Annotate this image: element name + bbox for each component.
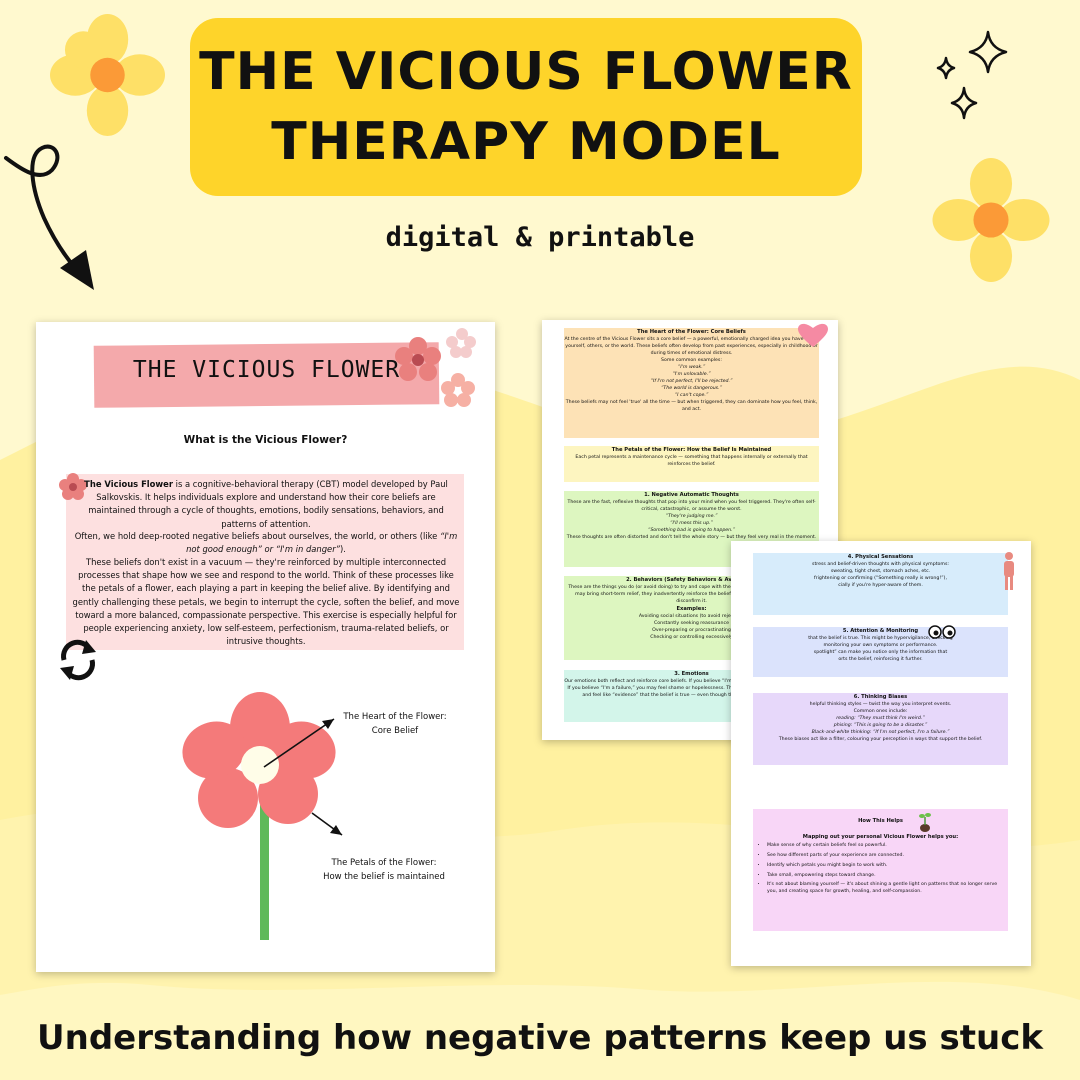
intro-paragraph: The Vicious Flower is a cognitive-behavi…: [72, 478, 460, 531]
label-arrows: [263, 718, 343, 836]
example-item: “I'm unlovable.”: [672, 372, 711, 377]
section-line: Common ones include:: [853, 709, 908, 714]
section-line: frightening or confirming (“Something re…: [814, 576, 947, 581]
section-text: These are the fast, reflexive thoughts t…: [567, 500, 816, 512]
section-line: phising: “This is going to be a disaster…: [833, 723, 928, 728]
benefits-list: Make sense of why certain beliefs feel s…: [753, 841, 1008, 895]
intro-text: is a cognitive-behavioral therapy (CBT) …: [88, 479, 448, 529]
section-text: Our emotions both reflect and reinforce …: [564, 679, 819, 698]
sparkle-icon: [936, 30, 1008, 120]
section-text: Each petal represents a maintenance cycl…: [575, 455, 808, 467]
section-line: that the belief is true. This might be h…: [808, 636, 953, 641]
label-petals-line2: How the belief is maintained: [323, 872, 445, 882]
section-intro: Mapping out your personal Vicious Flower…: [802, 834, 959, 840]
label-heart-line2: Core Belief: [371, 726, 419, 736]
example-item: “Something bad is going to happen.”: [647, 528, 736, 533]
tagline: Understanding how negative patterns keep…: [37, 1018, 1043, 1058]
example-item: “If I'm not perfect, I'll be rejected.”: [650, 379, 733, 384]
title-banner: THE VICIOUS FLOWER THERAPY MODEL: [190, 18, 862, 196]
section-line: spotlight” can make you notice only the …: [813, 650, 948, 655]
paragraph-2: Often, we hold deep-rooted negative beli…: [72, 530, 460, 556]
section-core-beliefs: The Heart of the Flower: Core Beliefs At…: [564, 328, 819, 438]
label-petals-line1: The Petals of the Flower:: [331, 858, 437, 868]
section-title: 3. Emotions: [674, 671, 709, 677]
seedling-icon: [919, 813, 931, 832]
example-item: “I'm weak.”: [677, 365, 706, 370]
examples-label: Some common examples:: [661, 358, 722, 363]
section-text: At the centre of the Vicious Flower sits…: [564, 337, 819, 356]
flower-petals: [182, 692, 336, 828]
label-heart-line1: The Heart of the Flower:: [343, 712, 447, 722]
section-line: monitoring your own symptoms or performa…: [823, 643, 938, 648]
section-title: 2. Behaviors (Safety Behaviors & Avoidan…: [626, 577, 757, 583]
section-text: These are the things you do (or avoid do…: [568, 585, 815, 604]
section-title: 5. Attention & Monitoring: [842, 628, 919, 634]
heart-icon: [798, 323, 828, 347]
intro-bold: The Vicious Flower: [84, 479, 173, 489]
list-item: Identify which petals you might begin to…: [767, 861, 1008, 871]
section-line: orts the belief, reinforcing it further.: [838, 657, 923, 662]
example-item: “The world is dangerous.”: [660, 386, 723, 391]
yellow-flower-icon: [50, 14, 165, 136]
section-line: stress and belief-driven thoughts with p…: [812, 562, 949, 567]
section-closing: These thoughts are often distorted and d…: [566, 535, 817, 540]
title-line-2: THERAPY MODEL: [271, 112, 781, 172]
example-item: Checking or controlling excessively: [650, 635, 733, 640]
section-attention: 5. Attention & Monitoring that the belie…: [753, 627, 1008, 677]
banner-title: THE VICIOUS FLOWER: [132, 357, 401, 383]
page-preview-1: THE VICIOUS FLOWER What is the Vicious F…: [36, 322, 495, 972]
section-title: The Petals of the Flower: How the Belief…: [611, 447, 772, 453]
section-how-this-helps: How This Helps Mapping out your personal…: [753, 809, 1008, 931]
cycle-arrows-icon: [60, 639, 96, 681]
examples-label: Examples:: [676, 606, 707, 612]
section-line: sweating, tight chest, stomach aches, et…: [830, 569, 931, 574]
label-petals: The Petals of the Flower: How the belief…: [314, 856, 454, 884]
section-physical-sensations: 4. Physical Sensations stress and belief…: [753, 553, 1008, 615]
paragraph-2-start: Often, we hold deep-rooted negative beli…: [74, 531, 438, 541]
section-title: How This Helps: [858, 818, 903, 824]
list-item: See how different parts of your experien…: [767, 851, 1008, 861]
example-item: “I can't cope.”: [674, 393, 709, 398]
small-flower-icon: [59, 473, 87, 500]
curly-arrow-icon: [4, 144, 94, 290]
title-line-1: THE VICIOUS FLOWER: [199, 42, 853, 102]
intro-box: [66, 474, 464, 650]
section-line: helpful thinking styles — twist the way …: [809, 702, 952, 707]
section-line: reading: “They must think I'm weird.”: [836, 716, 925, 721]
yellow-flower-icon: [932, 158, 1050, 282]
example-item: “They're judging me.”: [665, 514, 718, 519]
list-item: Make sense of why certain beliefs feel s…: [767, 841, 1008, 851]
page1-heading: What is the Vicious Flower?: [183, 434, 348, 446]
section-title: The Heart of the Flower: Core Beliefs: [637, 329, 746, 335]
example-item: Avoiding social situations (to avoid rej…: [638, 614, 745, 619]
subtitle: digital & printable: [385, 222, 695, 253]
section-line: These biases act like a filter, colourin…: [778, 737, 983, 742]
list-item: Take small, empowering steps toward chan…: [767, 871, 1008, 881]
paragraph-3: These beliefs don't exist in a vacuum — …: [72, 557, 460, 647]
section-title: 1. Negative Automatic Thoughts: [644, 492, 739, 498]
flower-diagram: [182, 692, 336, 940]
example-item: Over-preparing or procrastinating: [652, 628, 731, 633]
section-title: 6. Thinking Biases: [853, 694, 908, 700]
paragraph-2-end: ).: [339, 544, 346, 555]
body-icon: [1004, 552, 1014, 590]
label-heart: The Heart of the Flower: Core Belief: [330, 710, 460, 738]
section-title: 4. Physical Sensations: [847, 554, 914, 560]
pink-flowers-icon: [395, 328, 476, 407]
section-line: Black-and-white thinking: “If I'm not pe…: [811, 730, 950, 735]
eyes-icon: [928, 625, 956, 639]
example-item: Constantly seeking reassurance: [654, 621, 729, 626]
section-thinking-biases: 6. Thinking Biases helpful thinking styl…: [753, 693, 1008, 765]
list-item: It's not about blaming yourself — it's a…: [767, 881, 1008, 895]
section-line: cially if you're hyper-aware of them.: [838, 583, 923, 588]
page-preview-3: 4. Physical Sensations stress and belief…: [731, 541, 1031, 966]
section-closing: These beliefs may not feel 'true' all th…: [565, 400, 818, 412]
paragraph-2-quote: “I'm not good enough” or “I'm in danger”: [186, 531, 458, 555]
flower-stem: [260, 775, 269, 940]
flower-heart: [241, 746, 279, 784]
section-petals: The Petals of the Flower: How the Belief…: [564, 446, 819, 482]
example-item: “I'll mess this up.”: [670, 521, 713, 526]
